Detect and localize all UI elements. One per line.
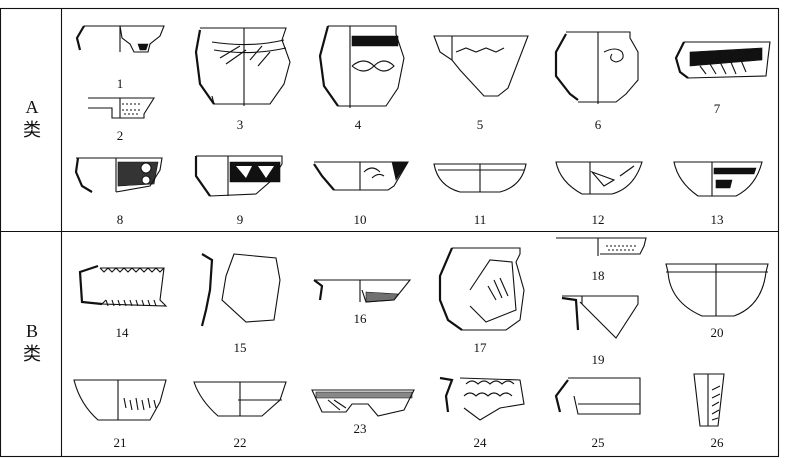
- figure-number-1: 1: [116, 76, 124, 91]
- vessel-drawing-24: [439, 376, 525, 421]
- figure-number-8: 8: [116, 212, 124, 227]
- vessel-drawing-14: [78, 264, 168, 307]
- vessel-drawing-22: [193, 381, 287, 417]
- figure-number-5: 5: [476, 117, 484, 132]
- figure-number-25: 25: [591, 435, 605, 450]
- figure-number-6: 6: [594, 117, 602, 132]
- figure-number-14: 14: [115, 325, 129, 340]
- figure-number-2: 2: [116, 128, 124, 143]
- vessel-drawing-20: [665, 263, 769, 317]
- vessel-drawing-23: [311, 389, 415, 417]
- vessel-drawing-12: [555, 161, 643, 195]
- vessel-drawing-18: [556, 237, 647, 256]
- figure-number-4: 4: [354, 117, 362, 132]
- figure-number-13: 13: [710, 212, 724, 227]
- vessel-drawing-2: [88, 97, 155, 119]
- vessel-drawing-17: [438, 247, 525, 331]
- figure-number-3: 3: [236, 117, 244, 132]
- figure-number-21: 21: [113, 435, 127, 450]
- vessel-drawing-16: [313, 279, 412, 303]
- vessel-drawing-21: [73, 379, 167, 421]
- figure-number-16: 16: [353, 311, 367, 326]
- vessel-drawing-19: [561, 295, 639, 339]
- row-a-latin: A: [25, 97, 39, 117]
- figure-number-22: 22: [233, 435, 247, 450]
- figure-number-19: 19: [591, 352, 605, 367]
- vessel-drawing-10: [313, 161, 409, 191]
- vessel-drawing-7: [674, 41, 771, 79]
- vessel-drawing-5: [433, 35, 529, 97]
- figure-number-15: 15: [233, 340, 247, 355]
- figure-number-11: 11: [473, 212, 487, 227]
- vessel-drawing-13: [673, 161, 763, 197]
- figure-number-24: 24: [473, 435, 487, 450]
- vessel-drawing-11: [433, 163, 527, 193]
- vessel-drawing-6: [554, 31, 639, 104]
- row-a-han: 类: [23, 120, 41, 140]
- figure-number-7: 7: [713, 101, 721, 116]
- vessel-drawing-1: [75, 25, 165, 53]
- row-b-han: 类: [23, 344, 41, 364]
- vessel-drawing-9: [194, 155, 283, 197]
- figure-number-20: 20: [710, 325, 724, 340]
- vessel-drawing-3: [194, 27, 291, 106]
- figure-number-18: 18: [591, 268, 605, 283]
- figure-number-23: 23: [353, 421, 367, 436]
- figure-number-26: 26: [710, 435, 724, 450]
- row-b-latin: B: [25, 321, 38, 341]
- vessel-drawing-26: [693, 373, 725, 427]
- row-header-a: A 类: [12, 96, 52, 142]
- row-header-b: B 类: [12, 320, 52, 366]
- vessel-drawing-4: [318, 25, 405, 108]
- figure-number-10: 10: [353, 212, 367, 227]
- vessel-drawing-15: [200, 253, 281, 327]
- figure-number-9: 9: [236, 212, 244, 227]
- figure-number-12: 12: [591, 212, 605, 227]
- vessel-drawing-25: [554, 377, 641, 415]
- vessel-drawing-8: [74, 157, 163, 193]
- figure-number-17: 17: [473, 340, 487, 355]
